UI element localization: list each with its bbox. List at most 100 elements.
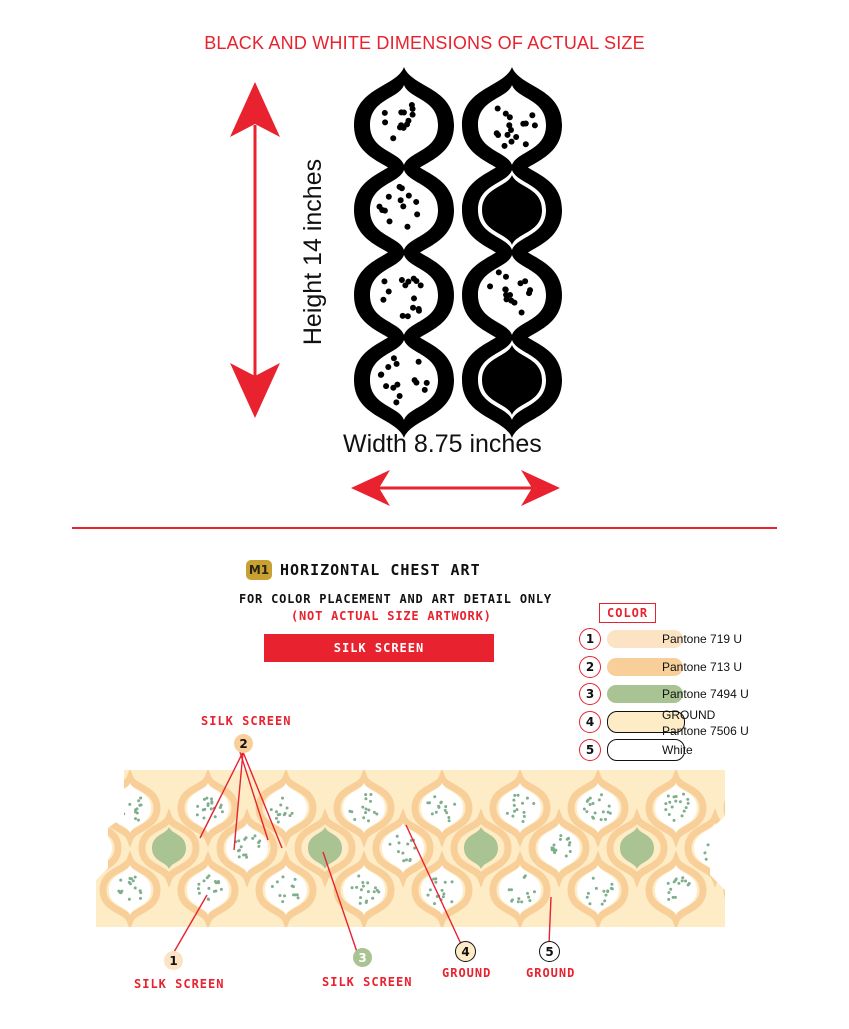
height-arrow — [230, 82, 280, 418]
band-cell-white — [382, 823, 424, 873]
band-cell-white — [733, 865, 775, 915]
callout-2-label: SILK SCREEN — [201, 714, 292, 728]
callout-4-label: GROUND — [442, 966, 492, 980]
width-label: Width 8.75 inches — [343, 430, 542, 458]
band-cell-outline — [723, 850, 725, 927]
color-pattern-art — [25, 751, 775, 953]
band-cell-outline — [489, 850, 551, 927]
dimensions-title: BLACK AND WHITE DIMENSIONS OF ACTUAL SIZ… — [204, 33, 645, 53]
band-cell-outline — [411, 770, 473, 848]
bw-cell-solid — [482, 175, 542, 245]
pattern-band — [25, 770, 775, 927]
band-cell-outline — [528, 808, 590, 888]
band-cell-green — [152, 827, 186, 869]
callout-1-number: 1 — [164, 951, 183, 970]
band-cell-white — [577, 783, 619, 833]
band-cell-outline — [645, 850, 707, 927]
callout-leaders — [173, 751, 552, 953]
band-cell-white — [343, 865, 385, 915]
legend-text: White — [662, 743, 693, 757]
band-cell-outline — [99, 850, 161, 927]
callout-5-label: GROUND — [526, 966, 576, 980]
legend-text: Pantone 7494 U — [662, 687, 749, 701]
band-cell-white — [655, 865, 697, 915]
band-cell-outline — [723, 770, 725, 848]
callout-2-number: 2 — [234, 734, 253, 753]
legend-number: 1 — [579, 628, 601, 650]
bw-pattern-columns — [354, 67, 562, 438]
width-arrow — [351, 470, 560, 506]
legend-swatch — [607, 711, 685, 733]
band-cell-outline — [96, 808, 122, 888]
band-cell-outline — [138, 808, 200, 888]
bw-column — [354, 67, 454, 438]
band-cell-outline — [216, 808, 278, 888]
placement-note: FOR COLOR PLACEMENT AND ART DETAIL ONLY — [239, 592, 552, 606]
band-cell-outline — [255, 850, 317, 927]
band-cell-white — [31, 783, 73, 833]
bw-cell-inner — [370, 170, 438, 250]
band-cell-white — [538, 823, 580, 873]
legend-number: 3 — [579, 683, 601, 705]
band-cell-white — [265, 865, 307, 915]
band-cell-white — [226, 823, 268, 873]
band-cell-green — [464, 827, 498, 869]
band-cell-white — [499, 783, 541, 833]
band-cells — [25, 770, 775, 927]
legend-swatch — [607, 630, 683, 648]
band-cell-white — [577, 865, 619, 915]
band-cell-green — [308, 827, 342, 869]
m1-badge: M1 — [246, 560, 272, 580]
legend-text: GROUND — [662, 708, 716, 722]
band-cell-white — [96, 823, 112, 873]
band-cell-outline — [294, 808, 356, 888]
band-cell-outline — [25, 778, 79, 838]
band-cell-outline — [450, 808, 512, 888]
band-cell-white — [421, 783, 463, 833]
band-cell-green — [620, 827, 654, 869]
band-cell-white — [187, 783, 229, 833]
silk-screen-bar: SILK SCREEN — [264, 634, 494, 662]
legend-number: 4 — [579, 711, 601, 733]
band-cell-white — [31, 865, 73, 915]
band-cell-outline — [411, 850, 473, 927]
band-cell-white — [655, 783, 697, 833]
band-cell-outline — [177, 770, 239, 848]
band-cell-outline — [567, 850, 629, 927]
band-cell-white — [499, 865, 541, 915]
not-actual-size-note: (NOT ACTUAL SIZE ARTWORK) — [291, 609, 492, 623]
color-legend-header: COLOR — [599, 603, 657, 623]
callout-3-label: SILK SCREEN — [322, 975, 413, 989]
callout-4-number: 4 — [455, 941, 476, 962]
band-cell-outline — [372, 808, 434, 888]
legend-swatch — [607, 658, 683, 676]
legend-number: 2 — [579, 656, 601, 678]
band-cell-outline — [333, 850, 395, 927]
callout-1-label: SILK SCREEN — [134, 977, 225, 991]
dimension-artwork — [230, 67, 562, 506]
legend-text-line2: Pantone 7506 U — [662, 724, 749, 738]
band-cell-outline — [606, 808, 668, 888]
callout-3-number: 3 — [353, 948, 372, 967]
legend-swatch — [607, 739, 685, 761]
band-cell-outline — [333, 770, 395, 848]
legend-swatch — [607, 685, 683, 703]
band-cell-outline — [645, 770, 707, 848]
band-cell-white — [187, 865, 229, 915]
height-label: Height 14 inches — [299, 158, 327, 346]
band-cell-outline — [489, 770, 551, 848]
legend-text: Pantone 713 U — [662, 660, 743, 674]
bw-column — [462, 67, 562, 438]
legend-number: 5 — [579, 739, 601, 761]
bw-cell-solid — [482, 345, 542, 415]
chest-art-title: HORIZONTAL CHEST ART — [280, 561, 481, 579]
band-cell-outline — [25, 860, 79, 920]
band-cell-outline — [177, 850, 239, 927]
band-cell-white — [733, 783, 775, 833]
band-cell-outline — [567, 770, 629, 848]
bw-cell-inner — [370, 255, 438, 335]
section-divider — [72, 527, 777, 529]
callout-5-number: 5 — [539, 941, 560, 962]
band-cell-outline — [255, 770, 317, 848]
band-cell-white — [109, 865, 151, 915]
